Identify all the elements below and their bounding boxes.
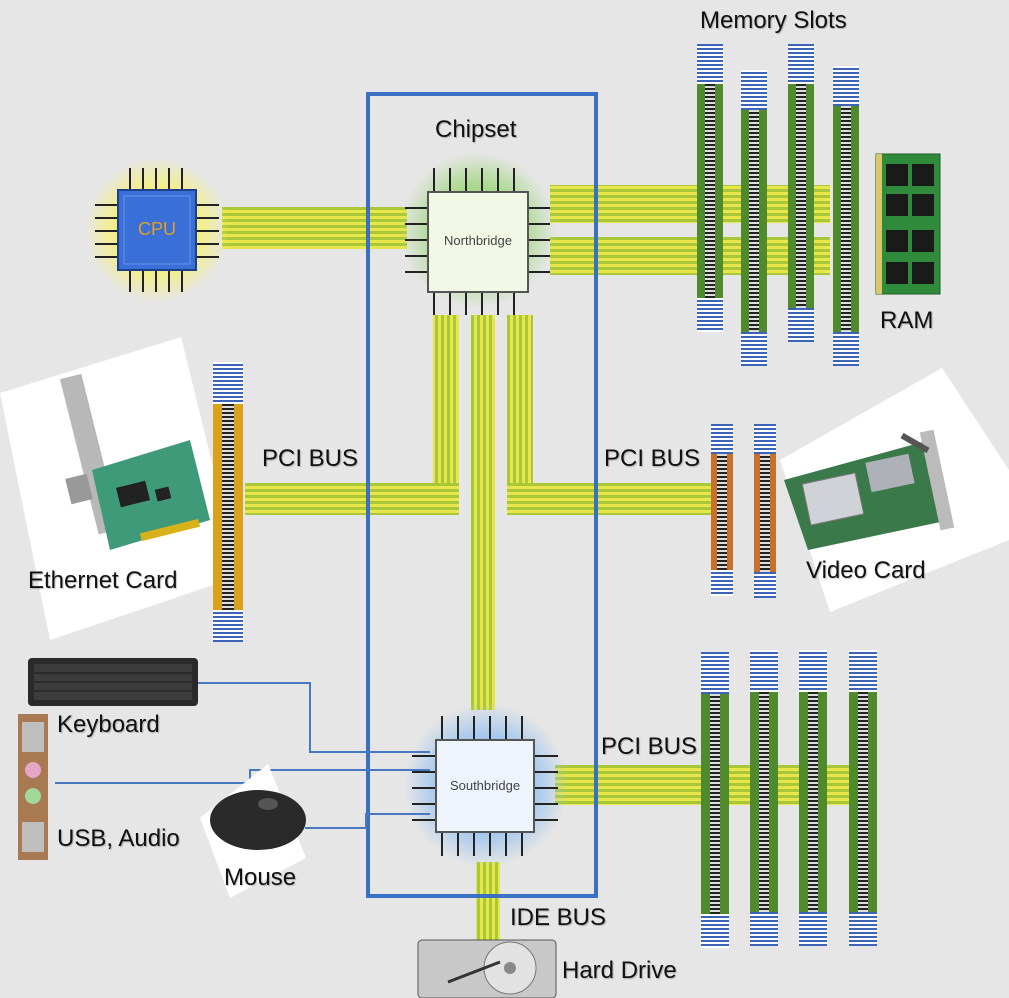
hard-drive-label: Hard Drive [562, 957, 677, 984]
pci-slot-2 [750, 650, 778, 946]
memory-slot-3 [788, 44, 814, 342]
chipset-label: Chipset [435, 116, 517, 143]
ide-bus [476, 862, 500, 942]
ethernet-card-icon [0, 337, 240, 640]
ram-label: RAM [880, 307, 934, 334]
pci-slot-3 [799, 650, 827, 946]
northbridge-chip-icon [400, 152, 556, 315]
keyboard-label: Keyboard [57, 711, 160, 738]
ethernet-pci-bus [245, 483, 459, 515]
ram-module-icon [875, 153, 941, 295]
pci-slot-4 [849, 650, 877, 946]
southbridge-chip-icon [404, 703, 568, 867]
cpu-label: CPU [138, 219, 177, 239]
memory-slots [697, 44, 859, 366]
video-pci-slots [711, 424, 776, 598]
cpu-icon [85, 158, 229, 302]
pci-bus-bottom-label: PCI BUS [601, 733, 698, 760]
memory-slot-2 [741, 70, 767, 366]
pci-slot-1 [701, 652, 729, 948]
hard-drive-icon [417, 939, 557, 998]
video-pci-bus [507, 483, 717, 515]
pci-bus-right-label: PCI BUS [604, 445, 701, 472]
northbridge-video-vbus [507, 315, 533, 515]
ethernet-pci-slot [213, 362, 243, 642]
memory-slots-label: Memory Slots [700, 7, 847, 34]
chipset-frame [366, 92, 598, 898]
northbridge-ethernet-vbus [433, 315, 459, 515]
memory-slot-1 [697, 44, 723, 332]
mouse-icon [200, 764, 306, 898]
usb-audio-label: USB, Audio [57, 825, 180, 852]
mouse-label: Mouse [224, 864, 297, 891]
southbridge-label: Southbridge [449, 778, 521, 793]
usb-audio-panel-icon [18, 714, 48, 860]
pci-bus-left-label: PCI BUS [262, 445, 359, 472]
video-card-label: Video Card [806, 557, 926, 584]
ide-bus-label: IDE BUS [510, 904, 607, 931]
northbridge-label: Northbridge [444, 233, 512, 248]
ethernet-card-label: Ethernet Card [28, 567, 178, 594]
peripheral-wires [55, 682, 430, 829]
keyboard-icon [28, 658, 198, 706]
southbridge-pci-slots [701, 650, 877, 948]
cpu-northbridge-bus [222, 207, 407, 249]
northbridge-southbridge-bus [471, 315, 495, 710]
memory-slot-4 [833, 66, 859, 366]
video-card-icon [780, 368, 1009, 612]
